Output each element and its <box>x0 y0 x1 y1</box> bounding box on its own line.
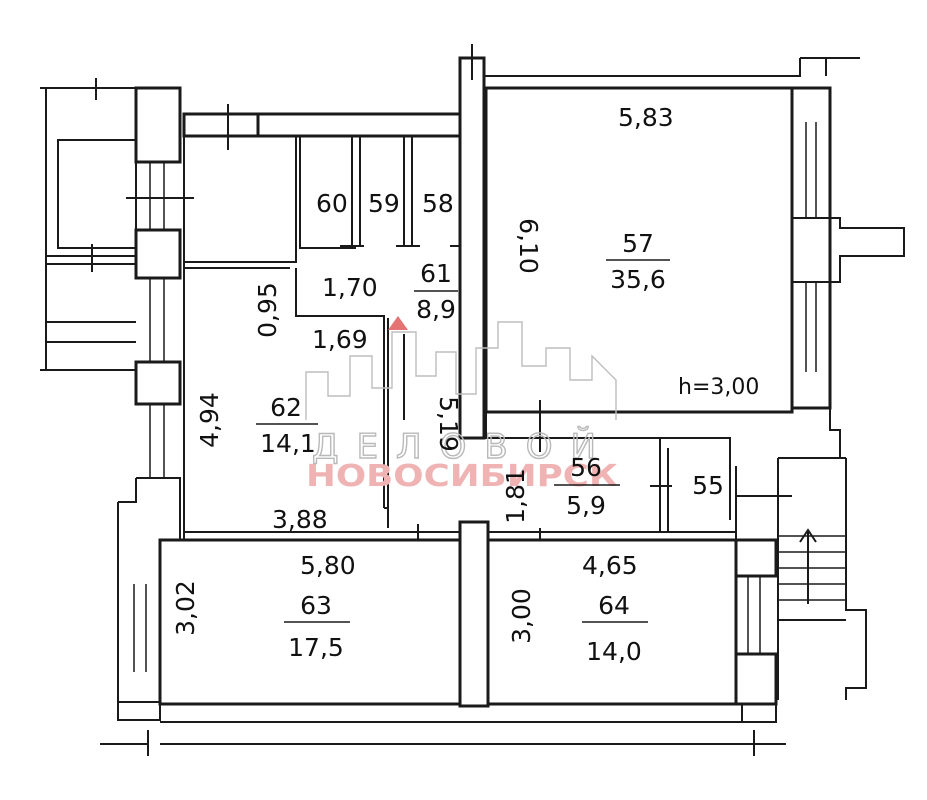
room-56-number: 56 <box>570 453 602 482</box>
watermark-line2: НОВОСИБИРСК <box>306 459 619 494</box>
room-56-area: 5,9 <box>566 491 606 520</box>
room-63-number: 63 <box>300 591 332 620</box>
dimension-room56-depth: 1,81 <box>501 468 530 524</box>
room-62-area: 14,1 <box>260 429 316 458</box>
room-63-area: 17,5 <box>288 633 344 662</box>
room-59-number: 59 <box>368 189 400 218</box>
dimension-hall-depth: 5,19 <box>434 396 463 452</box>
dimension-corridor-width2: 1,69 <box>312 325 368 354</box>
watermark-line1: ДЕЛОВОЙ <box>312 426 614 467</box>
room-64-number: 64 <box>598 591 630 620</box>
dimension-room57-depth: 6,10 <box>514 218 543 274</box>
dimension-room64-depth: 3,00 <box>507 588 536 644</box>
room-57-number: 57 <box>622 229 654 258</box>
dimension-room63-width: 5,80 <box>300 551 356 580</box>
room-61-number: 61 <box>420 259 452 288</box>
walls <box>40 44 905 756</box>
room-60-number: 60 <box>316 189 348 218</box>
room-62-number: 62 <box>270 393 302 422</box>
dimension-room64-width: 4,65 <box>582 551 638 580</box>
watermark-triangle <box>388 316 408 330</box>
ceiling-height: h=3,00 <box>678 375 759 400</box>
watermark-skyline <box>305 321 617 420</box>
room-58-number: 58 <box>422 189 454 218</box>
dimension-room63-depth: 3,02 <box>171 580 200 636</box>
room-64-area: 14,0 <box>586 637 642 666</box>
room-61-area: 8,9 <box>416 295 456 324</box>
dimension-room62-width: 3,88 <box>272 505 328 534</box>
dimension-corridor-width: 1,70 <box>322 273 378 302</box>
watermark: ДЕЛОВОЙ НОВОСИБИРСК <box>305 316 619 494</box>
dimension-room62-depth: 4,94 <box>195 392 224 448</box>
labels: 5,83 6,10 57 35,6 h=3,00 60 59 58 1,70 6… <box>171 103 759 666</box>
dimension-corridor-small: 0,95 <box>253 282 282 338</box>
room-55-number: 55 <box>692 471 724 500</box>
dimension-room57-width: 5,83 <box>618 103 674 132</box>
room-57-area: 35,6 <box>610 265 666 294</box>
